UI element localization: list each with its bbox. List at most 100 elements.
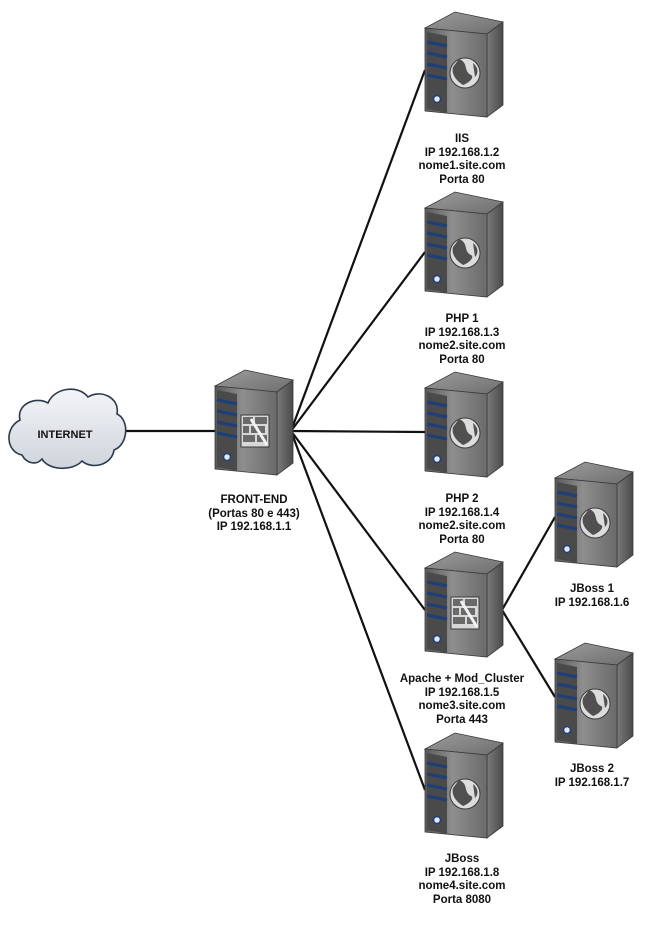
globe-icon (449, 417, 481, 449)
globe-icon (449, 237, 481, 269)
power-led-icon (222, 452, 232, 462)
server-frontend[interactable] (213, 369, 294, 476)
server-php2[interactable] (423, 371, 504, 478)
internet-cloud: INTERNET (8, 388, 127, 470)
server-label-line: Porta 80 (439, 353, 485, 366)
server-stripe (216, 398, 238, 406)
server-stripe (426, 591, 448, 599)
server-label-line: Porta 80 (439, 173, 485, 186)
server-label-line: IIS (454, 133, 470, 145)
server-label-line: IP 192.168.1.6 (554, 596, 630, 609)
server-stripe (556, 501, 578, 509)
link-apache-to-jboss2 (501, 609, 556, 698)
server-label-frontend: FRONT-END(Portas 80 e 443)IP 192.168.1.1 (164, 494, 344, 535)
server-stripe (426, 242, 448, 250)
internet-label: INTERNET (38, 429, 93, 441)
server-stripe (426, 400, 448, 408)
server-apache[interactable] (423, 551, 504, 658)
server-stripe (556, 512, 578, 520)
server-label-line: nome2.site.com (418, 520, 506, 532)
server-jboss2[interactable] (553, 642, 634, 749)
server-stripe (216, 409, 238, 417)
server-label-line: IP 192.168.1.4 (424, 506, 500, 519)
server-side-face (616, 652, 634, 749)
firewall-icon (240, 414, 270, 448)
servers-layer (213, 11, 634, 839)
server-stripe (426, 231, 448, 239)
globe-icon (449, 57, 481, 89)
server-stripe (426, 422, 448, 430)
links-layer (126, 69, 556, 791)
power-led-icon (432, 454, 442, 464)
server-stripe (426, 613, 448, 621)
server-jboss[interactable] (423, 732, 504, 839)
firewall-icon (450, 596, 480, 630)
server-jboss1[interactable] (553, 461, 634, 568)
server-stripe (426, 580, 448, 588)
server-stripe (426, 411, 448, 419)
server-label-line: Porta 8080 (432, 893, 492, 906)
server-side-face (276, 379, 294, 476)
server-side-face (486, 742, 504, 839)
server-drive-bay (557, 663, 577, 744)
server-stripe (426, 772, 448, 780)
server-side-face (616, 471, 634, 568)
globe-icon (579, 507, 611, 539)
link-frontend-to-php2 (290, 429, 426, 434)
server-stripe (426, 51, 448, 59)
server-drive-bay (427, 32, 447, 113)
server-stripe (216, 431, 238, 439)
link-frontend-to-jboss (289, 430, 427, 791)
server-label-line: nome1.site.com (418, 160, 506, 172)
server-label-line: nome4.site.com (418, 880, 506, 892)
power-led-icon (432, 274, 442, 284)
server-label-line: PHP 1 (445, 313, 479, 325)
server-label-line: FRONT-END (220, 494, 288, 506)
server-stripe (556, 523, 578, 531)
link-frontend-to-apache (290, 430, 426, 611)
server-label-line: IP 192.168.1.3 (424, 326, 500, 339)
server-drive-bay (427, 753, 447, 834)
server-stripe (426, 40, 448, 48)
power-led-icon (432, 634, 442, 644)
server-label-line: IP 192.168.1.8 (424, 866, 500, 879)
server-stripe (426, 253, 448, 261)
server-label-line: IP 192.168.1.7 (554, 776, 630, 789)
server-label-line: JBoss 1 (569, 583, 615, 595)
server-label-line: (Portas 80 e 443) (208, 507, 300, 520)
server-drive-bay (427, 572, 447, 653)
globe-icon (579, 688, 611, 720)
server-label-line: IP 192.168.1.2 (424, 146, 500, 159)
server-stripe (556, 693, 578, 701)
server-side-face (486, 201, 504, 298)
server-stripe (556, 490, 578, 498)
power-led-icon (432, 815, 442, 825)
power-led-icon (562, 544, 572, 554)
server-label-line: IP 192.168.1.1 (216, 521, 292, 533)
server-stripe (426, 73, 448, 81)
server-label-line: nome2.site.com (418, 340, 506, 352)
server-label-line: JBoss (444, 853, 480, 865)
power-led-icon (562, 725, 572, 735)
link-frontend-to-php1 (290, 251, 426, 432)
server-side-face (486, 21, 504, 118)
cloud-icon (8, 388, 127, 470)
server-php1[interactable] (423, 191, 504, 298)
server-label-line: Porta 80 (439, 533, 485, 546)
server-stripe (426, 220, 448, 228)
server-side-face (486, 561, 504, 658)
server-drive-bay (427, 212, 447, 293)
server-stripe (556, 704, 578, 712)
server-side-face (486, 381, 504, 478)
server-stripe (426, 602, 448, 610)
globe-icon (449, 778, 481, 810)
server-stripe (426, 62, 448, 70)
server-label-line: IP 192.168.1.5 (424, 686, 500, 699)
server-iis[interactable] (423, 11, 504, 118)
